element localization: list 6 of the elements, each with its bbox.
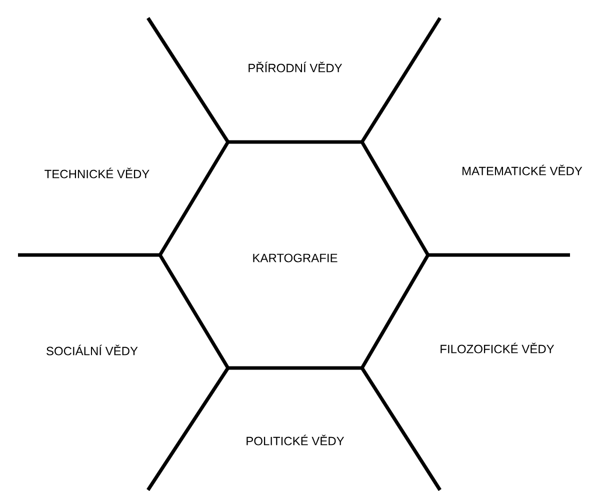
field-label: PŘÍRODNÍ VĚDY — [248, 62, 342, 72]
field-label: POLITICKÉ VĚDY — [246, 434, 344, 446]
hexagon: KARTOGRAFIE — [158, 140, 430, 370]
field-label: FILOZOFICKÉ VĚDY — [440, 342, 554, 354]
field-label: SOCIÁLNÍ VĚDY — [46, 344, 138, 356]
field-label: MATEMATICKÉ VĚDY — [462, 164, 582, 176]
